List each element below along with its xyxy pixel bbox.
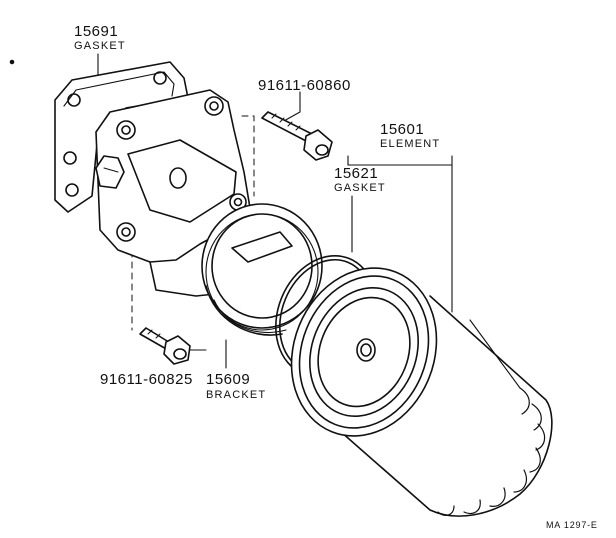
label-element-number: 15601 xyxy=(380,121,425,138)
label-gasket-ring-name: GASKET xyxy=(334,182,386,194)
stray-mark xyxy=(9,59,15,65)
filter-element xyxy=(290,267,553,517)
label-bracket-name: BRACKET xyxy=(206,389,267,401)
label-gasket-top-number: 15691 xyxy=(74,23,119,40)
figure-code: MA 1297-E xyxy=(546,520,598,530)
label-bolt-bottom-number: 91611-60825 xyxy=(100,371,193,388)
bracket-body xyxy=(95,89,251,297)
label-gasket-ring-number: 15621 xyxy=(334,165,379,182)
label-gasket-top-name: GASKET xyxy=(74,40,126,52)
label-bolt-top-number: 91611-60860 xyxy=(258,77,351,94)
label-bracket-number: 15609 xyxy=(206,371,251,388)
bolt-lower xyxy=(139,327,191,365)
label-element-name: ELEMENT xyxy=(380,138,441,150)
bolt-upper xyxy=(261,111,333,161)
